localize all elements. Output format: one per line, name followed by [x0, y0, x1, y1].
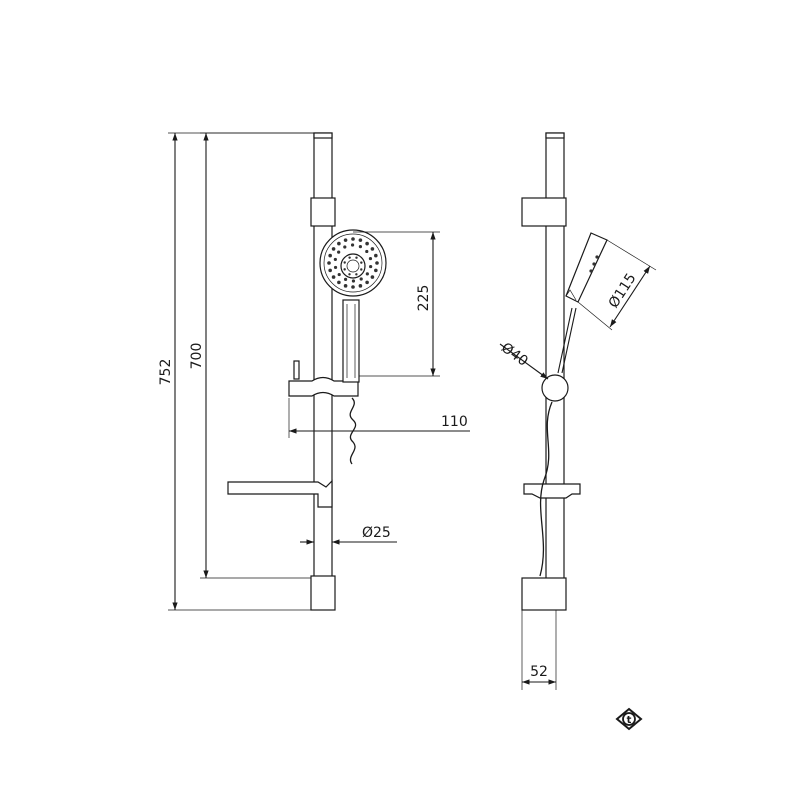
nozzle-dot	[374, 268, 378, 273]
nozzle-dot	[337, 280, 341, 285]
nozzle-dot	[350, 243, 355, 247]
nozzle-dot	[337, 241, 341, 246]
side-holder-joint	[541, 307, 577, 402]
nozzle-dot	[333, 265, 338, 270]
nozzle-dot	[355, 273, 358, 276]
nozzle-dot	[351, 285, 355, 289]
side-joint-ball	[541, 374, 569, 402]
front-view: 752 700 225 110 Ø25	[158, 132, 470, 611]
nozzle-dot	[333, 257, 337, 262]
dimension-total-height: 752	[158, 132, 314, 611]
dimension-rail-length: 700	[189, 132, 314, 579]
side-soap-dish	[523, 483, 581, 499]
nozzle-dot	[370, 247, 375, 251]
nozzle-dot	[365, 272, 369, 276]
nozzle-dot	[358, 238, 363, 242]
nozzle-dot	[358, 284, 363, 288]
nozzle-dot	[343, 261, 346, 264]
dim-head-diameter-label: Ø115	[606, 271, 640, 311]
nozzle-dot	[370, 275, 375, 279]
shower-holder	[288, 360, 359, 397]
dim-joint-diameter-label: Ø40	[498, 340, 531, 370]
nozzle-dot	[343, 245, 347, 249]
bottom-wall-bracket	[310, 575, 336, 611]
dim-shower-head-height-label: 225	[416, 285, 432, 312]
shower-head-nozzles	[327, 237, 379, 289]
dimension-shower-head-height: 225	[353, 231, 440, 377]
shower-handle	[342, 299, 360, 383]
dim-rail-length-label: 700	[189, 343, 205, 370]
holder-knob	[293, 360, 300, 380]
nozzle-dot	[331, 275, 336, 279]
nozzle-dot	[343, 277, 348, 281]
nozzle-dot	[331, 247, 336, 251]
nozzle-dot	[365, 280, 369, 285]
nozzle-dot	[328, 268, 332, 273]
nozzle-dot	[343, 284, 348, 288]
hand-shower	[319, 229, 387, 465]
nozzle-dot	[355, 256, 358, 259]
nozzle-dot	[343, 268, 346, 271]
nozzle-dot	[368, 256, 373, 261]
nozzle-dot	[365, 241, 369, 246]
logo-letter: t	[627, 715, 632, 726]
nozzle-dot	[351, 237, 355, 241]
nozzle-dot	[348, 256, 351, 259]
dimension-projection: 110	[288, 398, 470, 438]
nozzle-dot	[360, 261, 363, 264]
nozzle-dot	[351, 279, 356, 283]
nozzle-dot	[337, 272, 341, 277]
side-top-bracket	[521, 197, 567, 227]
top-wall-bracket	[310, 197, 336, 227]
nozzle-dot	[360, 268, 363, 271]
slide-rail	[310, 132, 336, 611]
nozzle-dot	[343, 238, 348, 242]
nozzle-dot	[365, 249, 369, 254]
nozzle-dot	[348, 273, 351, 276]
dim-total-height-label: 752	[158, 359, 174, 386]
nozzle-dot	[375, 261, 379, 265]
nozzle-dot	[374, 253, 378, 258]
dim-depth-label: 52	[530, 664, 548, 680]
dimension-joint-diameter: Ø40	[498, 340, 549, 380]
nozzle-dot	[328, 253, 332, 258]
nozzle-dot	[359, 277, 363, 281]
side-shower-head	[565, 232, 608, 303]
side-bottom-bracket	[521, 577, 567, 611]
nozzle-dot	[369, 264, 373, 269]
dim-rail-diameter-label: Ø25	[362, 525, 391, 541]
dimension-rail-diameter: Ø25	[300, 525, 397, 545]
t-logo-icon: t	[615, 707, 643, 731]
dimension-depth: 52	[521, 610, 557, 690]
shower-head-center	[340, 253, 366, 279]
nozzle-dot	[358, 245, 363, 249]
side-view: Ø115 Ø40 52	[498, 132, 657, 690]
side-slide-rail	[521, 132, 567, 611]
nozzle-dot	[337, 250, 341, 254]
side-shower-hose	[539, 401, 553, 577]
nozzle-dot	[327, 261, 331, 265]
dim-projection-label: 110	[441, 414, 468, 430]
soap-dish	[227, 479, 333, 508]
